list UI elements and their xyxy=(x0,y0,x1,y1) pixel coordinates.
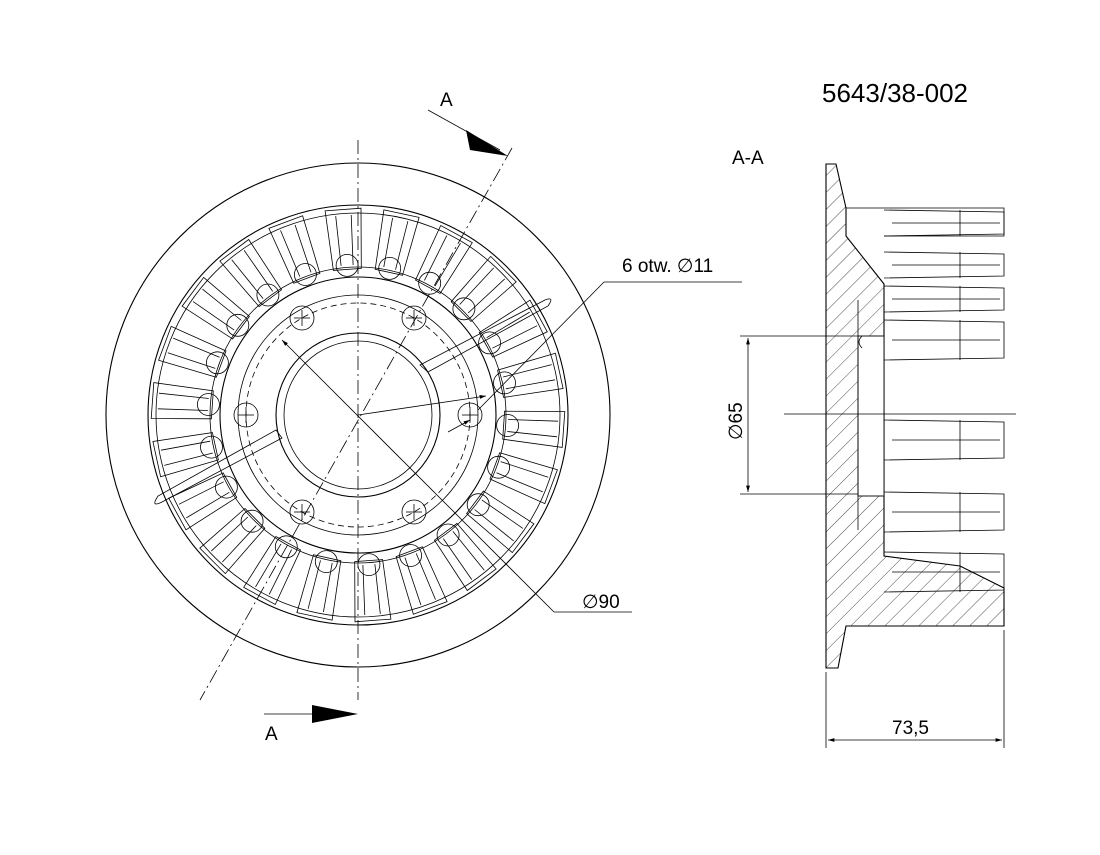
section-arrow-bottom xyxy=(312,705,358,723)
fin xyxy=(181,276,250,340)
section-line xyxy=(199,147,513,701)
holes-callout: 6 otw. ∅11 xyxy=(622,256,713,277)
bolt-hole xyxy=(289,305,315,331)
section-marker-top: A xyxy=(440,90,453,111)
leader-blade-lower xyxy=(154,429,283,505)
fin xyxy=(324,207,362,277)
fin xyxy=(414,224,473,295)
bolt-hole xyxy=(401,305,427,331)
bore-diameter-label: ∅65 xyxy=(726,402,747,440)
section-fin xyxy=(883,251,1005,279)
bolt-holes xyxy=(233,305,483,525)
fin xyxy=(158,325,229,378)
section-arrow-top xyxy=(466,130,508,156)
section-fin xyxy=(883,319,1005,361)
fin xyxy=(496,410,566,448)
fin xyxy=(374,209,420,280)
section-fin-top xyxy=(846,207,1005,237)
outer-diameter-label: ∅90 xyxy=(582,592,620,613)
fin xyxy=(487,452,558,505)
fin xyxy=(478,299,548,358)
section-view: ∅65 73,5 xyxy=(726,163,1016,748)
section-fin xyxy=(883,551,1005,593)
front-view: ∅90 6 otw. ∅11 A A xyxy=(105,90,742,745)
fin xyxy=(268,215,321,286)
section-marker-bottom: A xyxy=(265,724,278,745)
fin xyxy=(296,550,342,621)
bolt-hole xyxy=(233,402,259,428)
fin xyxy=(450,255,517,323)
fin xyxy=(168,472,238,531)
fin xyxy=(433,522,497,592)
bolt-hole xyxy=(289,499,315,525)
section-fins xyxy=(846,207,1005,593)
width-dimension-label: 73,5 xyxy=(892,718,929,739)
bolt-hole xyxy=(401,499,427,525)
fin xyxy=(219,238,283,308)
fin xyxy=(466,490,535,554)
fin xyxy=(243,535,302,606)
part-number: 5643/38-002 xyxy=(822,78,968,108)
section-fin xyxy=(883,419,1005,461)
fin xyxy=(395,544,448,615)
outer-rim xyxy=(105,162,611,668)
section-fin xyxy=(883,491,1005,533)
section-label: A-A xyxy=(732,148,764,169)
fin xyxy=(150,382,220,420)
fin xyxy=(199,507,266,575)
section-fin xyxy=(883,285,1005,313)
cooling-fins xyxy=(150,207,566,623)
fin xyxy=(354,553,392,623)
fin xyxy=(493,352,564,398)
leader-blade-upper xyxy=(419,298,552,373)
section-body xyxy=(825,163,1005,669)
fin xyxy=(152,432,223,478)
section-fin xyxy=(883,209,1005,237)
